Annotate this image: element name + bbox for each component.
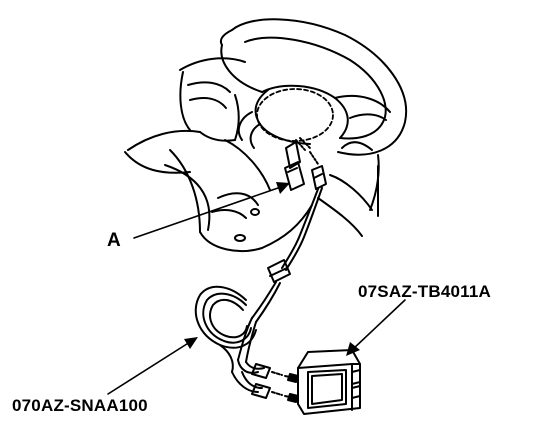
tool-leads (231, 359, 299, 403)
column-connectors (284, 137, 327, 191)
harness-cable (237, 187, 323, 363)
leader-arrowhead (184, 337, 198, 349)
airbag-module-outline (256, 88, 334, 142)
leader-arrowhead (346, 342, 360, 356)
dashboard (124, 57, 380, 252)
coiled-cable (194, 285, 257, 373)
test-tool-box (297, 349, 361, 415)
leader-lines (107, 187, 406, 395)
steering-wheel (219, 18, 408, 156)
leader-arrowhead (276, 182, 290, 194)
callout-label-a: A (107, 230, 121, 251)
callout-label-test-harness: 070AZ-SNAA100 (12, 396, 148, 415)
callout-label-test-tool: 07SAZ-TB4011A (358, 282, 491, 301)
